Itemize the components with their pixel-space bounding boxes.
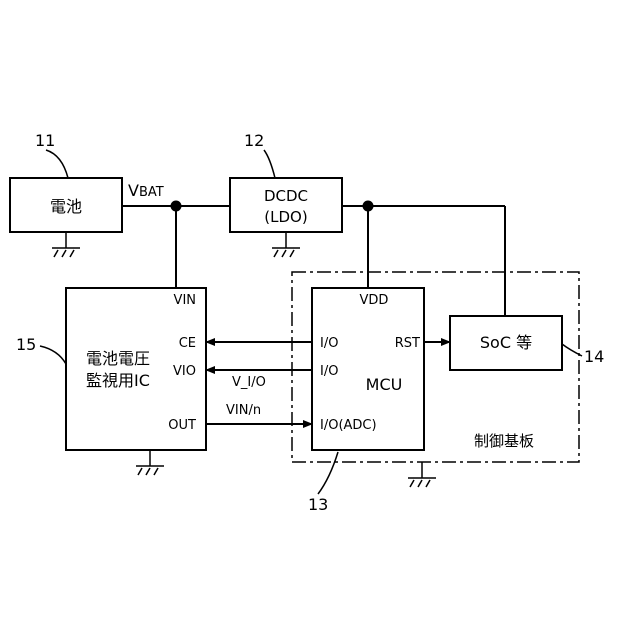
ground-icon <box>136 450 164 475</box>
ref-number-13: 13 <box>308 495 328 514</box>
soc-label: SoC 等 <box>480 333 532 352</box>
battery-label: 電池 <box>50 197 82 216</box>
signal-vio-label: V_I/O <box>232 375 266 390</box>
pin-io-2: I/O <box>320 364 338 379</box>
ref-number-15: 15 <box>16 335 36 354</box>
vbat-label: VBAT <box>128 181 164 200</box>
dcdc-sublabel: (LDO) <box>264 208 307 226</box>
monitor-ic-label-line1: 電池電圧 <box>86 349 150 368</box>
pin-io-adc: I/O(ADC) <box>320 418 377 433</box>
ground-icon <box>52 232 80 257</box>
ground-icon <box>408 462 436 487</box>
junction-dot <box>171 201 182 212</box>
ref-number-12: 12 <box>244 131 264 150</box>
vbat-label-subscript: BAT <box>139 185 164 200</box>
dcdc-label: DCDC <box>264 187 308 205</box>
junction-dot <box>363 201 374 212</box>
ref-number-11: 11 <box>35 131 55 150</box>
ref-number-14: 14 <box>584 347 604 366</box>
pin-rst: RST <box>395 336 420 351</box>
pin-vdd: VDD <box>360 293 389 308</box>
pin-out: OUT <box>168 418 196 433</box>
signal-vin-n-label: VIN/n <box>226 403 261 418</box>
monitor-ic-label-line2: 監視用IC <box>86 371 150 390</box>
pin-vio: VIO <box>173 364 196 379</box>
pin-ce: CE <box>179 336 196 351</box>
vbat-label-main: V <box>128 181 139 200</box>
control-board-label: 制御基板 <box>474 432 534 450</box>
mcu-label: MCU <box>366 375 403 394</box>
ground-icon <box>272 232 300 257</box>
pin-vin: VIN <box>174 293 196 308</box>
pin-io-1: I/O <box>320 336 338 351</box>
